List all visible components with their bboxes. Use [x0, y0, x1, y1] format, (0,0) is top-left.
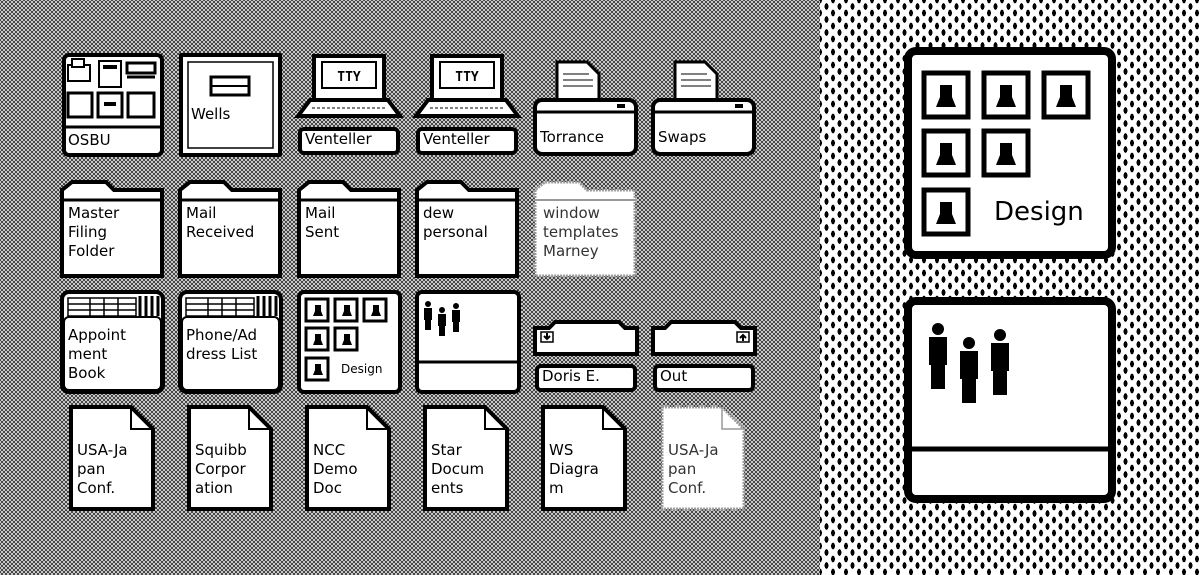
- folder-icon[interactable]: Master Filing Folder: [60, 178, 166, 278]
- folder-shape: [297, 180, 401, 278]
- document-icon[interactable]: Star Docum ents: [423, 405, 509, 511]
- inbox-tray-icon: [533, 320, 639, 356]
- people-icon: [904, 323, 1116, 452]
- icon-label: Doris E.: [535, 364, 637, 392]
- page-shape: [541, 405, 627, 511]
- document-icon-ghosted[interactable]: USA-Ja pan Conf.: [660, 405, 746, 511]
- icon-label: Design: [341, 362, 383, 376]
- icon-label: Venteller: [416, 127, 518, 155]
- icon-label: NCC Demo Doc: [313, 441, 358, 497]
- outbox-tray-icon: [651, 320, 757, 356]
- icon-label: window templates Marney: [543, 204, 619, 260]
- folder-shape: [178, 180, 282, 278]
- icon-label: USA-Ja pan Conf.: [668, 441, 719, 497]
- person-tiles-icon: [304, 297, 388, 382]
- document-icon[interactable]: USA-Ja pan Conf.: [69, 405, 155, 511]
- wells-file-drawer-icon[interactable]: Wells: [179, 53, 282, 157]
- icon-label: Mail Sent: [305, 204, 340, 241]
- enlarged-design-directory-icon[interactable]: Design: [904, 47, 1116, 259]
- drawer-icon: [187, 61, 274, 149]
- terminal-icon: TTY: [412, 54, 522, 118]
- record-file-shape: [178, 290, 283, 394]
- person-tiles-icon: [921, 70, 1091, 237]
- terminal-icon: TTY: [294, 54, 404, 118]
- icon-label: Phone/Ad dress List: [186, 326, 258, 363]
- printer-icon: [533, 60, 638, 156]
- screen-text: TTY: [455, 70, 479, 85]
- enlarged-user-group-icon[interactable]: [904, 297, 1116, 503]
- icon-label: Wells: [191, 105, 231, 123]
- folder-shape: [533, 180, 637, 278]
- screen-text: TTY: [337, 70, 361, 85]
- folder-icon[interactable]: Mail Received: [178, 178, 284, 278]
- page-shape: [660, 405, 746, 511]
- folder-icon-ghosted[interactable]: window templates Marney: [533, 178, 639, 278]
- printer-icon: [651, 60, 756, 156]
- icon-label: WS Diagra m: [549, 441, 599, 497]
- page-shape: [187, 405, 273, 511]
- folder-icon[interactable]: Mail Sent: [297, 178, 403, 278]
- design-directory-icon[interactable]: Design: [297, 290, 402, 394]
- record-file-icon[interactable]: Appoint ment Book: [60, 290, 165, 394]
- icon-label: Venteller: [298, 127, 400, 155]
- out-basket-icon[interactable]: Out: [651, 320, 757, 394]
- device-grid-icon: [62, 58, 164, 129]
- page-shape: [305, 405, 391, 511]
- icon-label: Torrance: [540, 128, 605, 146]
- venteller-terminal-icon[interactable]: TTY Venteller: [294, 53, 404, 157]
- people-icon: [415, 301, 521, 364]
- osbu-icon[interactable]: OSBU: [62, 53, 164, 157]
- icon-label: Squibb Corpor ation: [195, 441, 247, 497]
- in-basket-icon[interactable]: Doris E.: [533, 320, 639, 394]
- icon-label: Star Docum ents: [431, 441, 485, 497]
- icon-label: Design: [994, 197, 1084, 227]
- user-group-icon[interactable]: [415, 290, 521, 394]
- document-icon[interactable]: NCC Demo Doc: [305, 405, 391, 511]
- record-file-icon[interactable]: Phone/Ad dress List: [178, 290, 283, 394]
- icon-label: OSBU: [68, 131, 111, 149]
- icon-label: Out: [653, 364, 755, 392]
- icon-label: Appoint ment Book: [68, 326, 127, 382]
- record-file-shape: [60, 290, 165, 394]
- icon-label: Mail Received: [186, 204, 255, 241]
- document-icon[interactable]: Squibb Corpor ation: [187, 405, 273, 511]
- folder-shape: [415, 180, 519, 278]
- icon-label: USA-Ja pan Conf.: [77, 441, 128, 497]
- venteller-terminal-icon[interactable]: TTY Venteller: [412, 53, 522, 157]
- icon-label: Master Filing Folder: [68, 204, 120, 260]
- page-shape: [423, 405, 509, 511]
- torrance-printer-icon[interactable]: Torrance: [533, 60, 638, 157]
- page-shape: [69, 405, 155, 511]
- icon-label: dew personal: [423, 204, 488, 241]
- folder-icon[interactable]: dew personal: [415, 178, 521, 278]
- document-icon[interactable]: WS Diagra m: [541, 405, 627, 511]
- icon-label: Swaps: [658, 128, 707, 146]
- folder-shape: [60, 180, 164, 278]
- swaps-printer-icon[interactable]: Swaps: [651, 60, 756, 157]
